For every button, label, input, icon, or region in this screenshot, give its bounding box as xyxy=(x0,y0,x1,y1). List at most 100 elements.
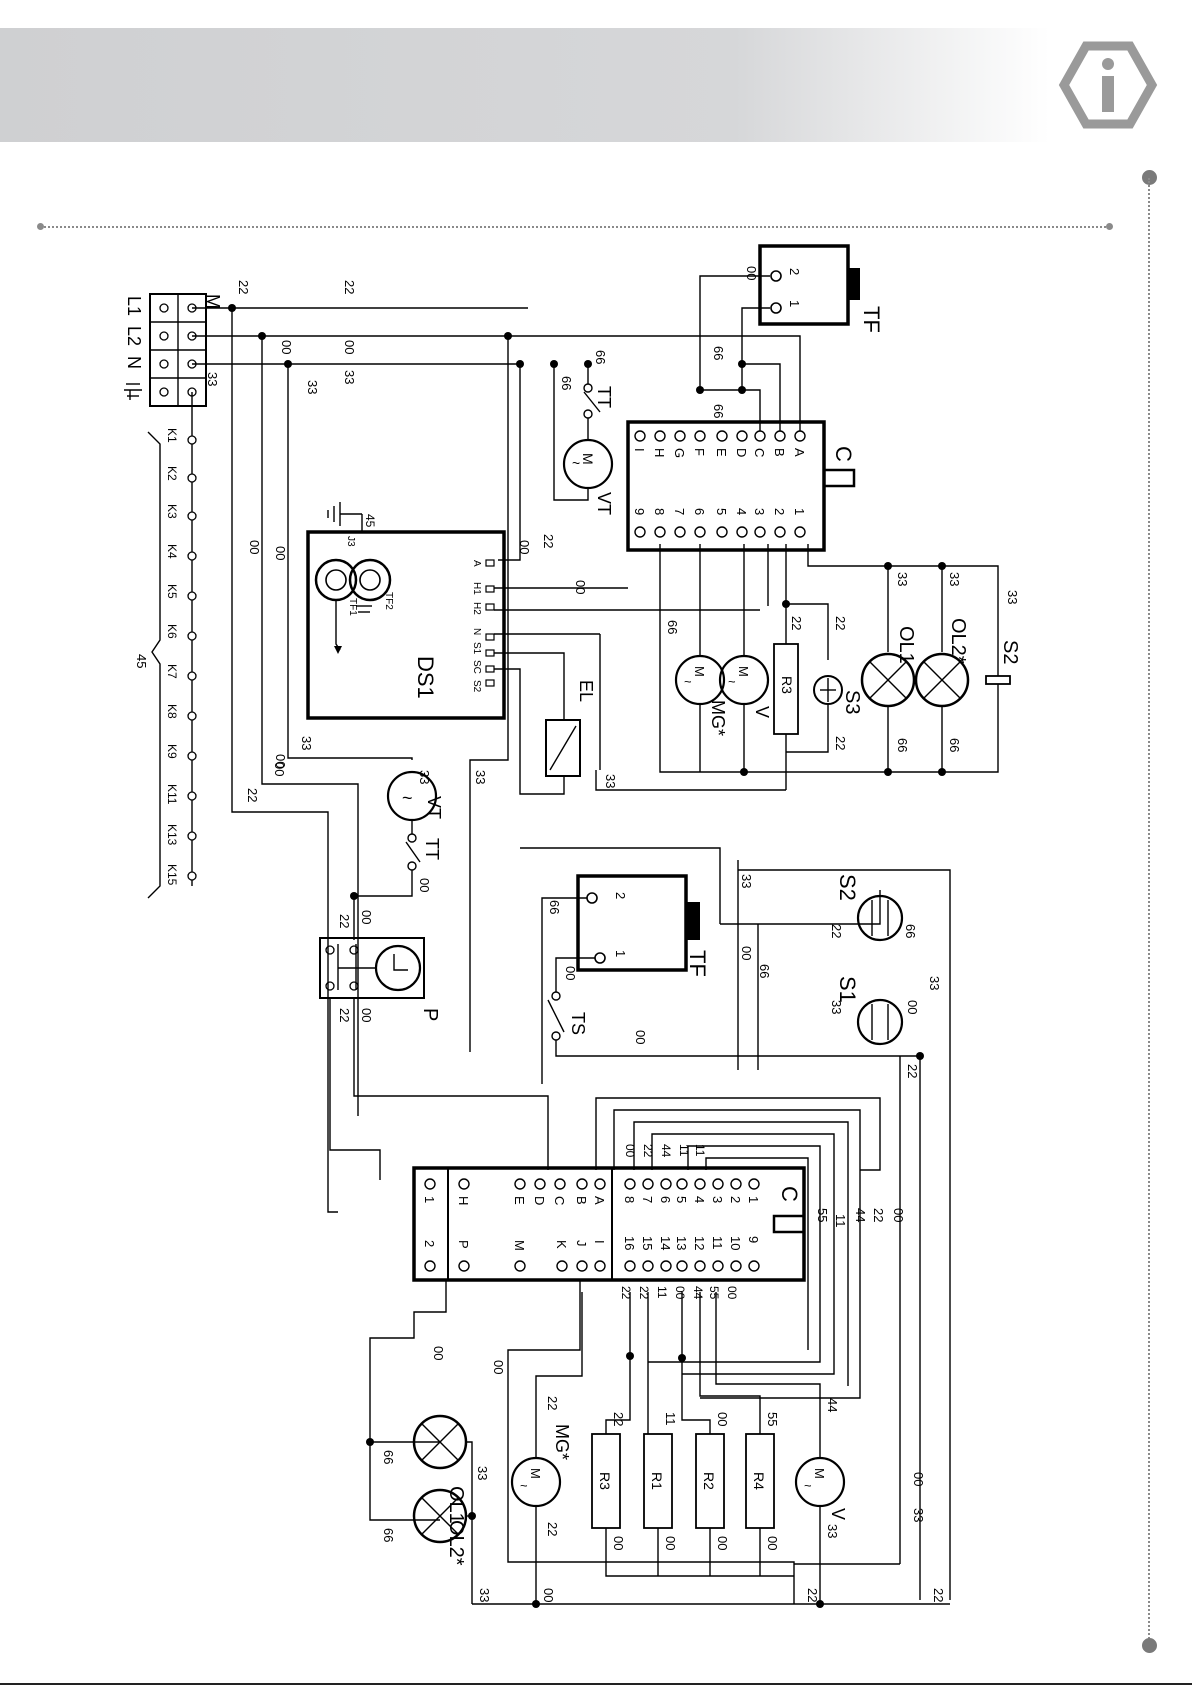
v-label: V xyxy=(752,706,772,718)
tt-bottom-label: TT xyxy=(422,838,442,860)
wire-number: 22 xyxy=(236,280,251,294)
ol1-bottom-label: OL1 xyxy=(445,1486,467,1524)
wire-number: 33 xyxy=(342,370,357,384)
c-bottom-pin xyxy=(514,1178,526,1190)
wire-number: 00 xyxy=(273,546,288,560)
c-bottom-letter: A xyxy=(592,1196,607,1205)
resistor-top-number: 22 xyxy=(611,1412,626,1426)
wire-number: 00 xyxy=(491,1360,506,1374)
c-bottom-pin xyxy=(534,1178,546,1190)
wire-number: 45 xyxy=(363,514,377,528)
c-bottom-number: 3 xyxy=(710,1196,725,1203)
wire-number: 00 xyxy=(359,910,374,924)
k-terminal-dot xyxy=(187,671,197,681)
k-terminal-dot xyxy=(187,791,197,801)
wire-number: 33 xyxy=(603,774,618,788)
c-bottom-letter: C xyxy=(552,1196,567,1205)
wire-number: 33 xyxy=(895,572,910,586)
wire-number: 00 xyxy=(417,878,432,892)
c-top-pin xyxy=(794,526,806,538)
tf-pin: 1 xyxy=(787,300,802,307)
c-bottom-pin xyxy=(730,1178,742,1190)
wire-number: 33 xyxy=(927,976,942,990)
wire-number: 00 xyxy=(623,1144,637,1158)
bottom-schematic: ~ VT TT 00 33 P 22 00 xyxy=(319,770,951,1608)
c-bottom-label: C xyxy=(777,1186,802,1202)
wire-number: 00 xyxy=(279,340,294,354)
c-bottom-pin xyxy=(748,1260,760,1272)
c-bottom-letter: M xyxy=(512,1240,527,1251)
c-bottom-left-pin: 2 xyxy=(422,1240,437,1247)
k-terminal-label: K15 xyxy=(165,864,179,886)
svg-text:~: ~ xyxy=(728,674,736,689)
k-terminal-dot xyxy=(187,831,197,841)
wire-number: 66 xyxy=(947,738,962,752)
wire-number: 22 xyxy=(342,280,357,294)
ol2-label: OL2* xyxy=(947,618,969,664)
vt-label: VT xyxy=(594,492,614,515)
c-bottom-letter: H xyxy=(456,1196,471,1205)
c-connector-bottom: C xyxy=(412,1166,806,1282)
vertical-dotted-rule xyxy=(1148,178,1150,1646)
r1-bottom-label: R1 xyxy=(649,1472,665,1490)
c-bottom-pin xyxy=(556,1260,568,1272)
resistor-top-number: 00 xyxy=(715,1412,730,1426)
wire-number: 22 xyxy=(619,1286,633,1300)
c-bottom-number: 4 xyxy=(692,1196,707,1203)
r2-bottom-label: R2 xyxy=(701,1472,717,1490)
terminal-label: N xyxy=(124,356,144,369)
s1-bottom-label: S1 xyxy=(835,976,860,1003)
horizontal-dotted-rule xyxy=(40,226,1110,228)
c-bottom-letter: I xyxy=(592,1240,607,1244)
wire-number: 11 xyxy=(693,1144,707,1157)
c-top-pin xyxy=(634,430,646,442)
c-top-pin xyxy=(774,526,786,538)
c-top-pin xyxy=(736,526,748,538)
c-top-pin xyxy=(654,526,666,538)
c-bottom-pin xyxy=(624,1260,636,1272)
c-bottom-number: 1 xyxy=(746,1196,761,1203)
wire-number: 00 xyxy=(563,966,578,980)
wire-number: 33 xyxy=(825,1524,840,1538)
rule-dot-top xyxy=(1142,170,1157,185)
wire-number: 44 xyxy=(825,1398,840,1412)
wire-number: 22 xyxy=(245,788,260,802)
c-bottom-left-pin: 1 xyxy=(422,1196,437,1203)
k-terminal-label: K3 xyxy=(165,504,179,519)
k-terminal-dot xyxy=(187,631,197,641)
k-terminal-dot xyxy=(187,435,197,445)
wire-number: 00 xyxy=(359,1008,374,1022)
tf-module-top: 2 1 TF 00 66 66 xyxy=(528,244,884,432)
wire-number: 44 xyxy=(691,1286,705,1300)
wire-number: 33 xyxy=(477,1588,492,1602)
c-bottom-number: 14 xyxy=(658,1236,673,1250)
ds1-pin: A xyxy=(471,560,482,567)
c-bottom-pin xyxy=(576,1178,588,1190)
k-terminal-label: K13 xyxy=(165,824,179,846)
tt-vt-bottom: ~ VT TT 00 33 xyxy=(350,770,444,940)
c-top-number: 5 xyxy=(714,508,729,515)
wire-number: 00 xyxy=(342,340,357,354)
wire-number: 00 xyxy=(431,1346,446,1360)
el-label: EL xyxy=(576,680,596,702)
c-top-letter: D xyxy=(734,448,749,457)
c-top-pin xyxy=(654,430,666,442)
p-switch: P 22 00 22 00 xyxy=(319,910,549,1180)
c-bottom-number: 7 xyxy=(640,1196,655,1203)
wire-number: 33 xyxy=(305,380,320,394)
k-terminal-label: K7 xyxy=(165,664,179,679)
ds1-module: DS1 TF1 TF2 J3 45 A H1 H2 N xyxy=(306,502,506,720)
wire-number: 22 xyxy=(931,1588,946,1602)
k-terminal-dot xyxy=(187,473,197,483)
top-loads: OL1 OL2* S2 33 33 33 66 66 S3 R3 2 xyxy=(494,544,1021,791)
c-top-number: 6 xyxy=(692,508,707,515)
wire-number: 22 xyxy=(833,736,848,750)
tt-vt-top: TT M ~ VT 66 66 xyxy=(550,350,614,515)
c-top-pin xyxy=(736,430,748,442)
c-top-pin xyxy=(716,526,728,538)
wire-number: 22 xyxy=(805,1588,820,1602)
c-bottom-pin xyxy=(676,1178,688,1190)
c-bottom-pin xyxy=(694,1178,706,1190)
c-bottom-pin xyxy=(514,1260,526,1272)
wire-number: 55 xyxy=(815,1208,830,1222)
